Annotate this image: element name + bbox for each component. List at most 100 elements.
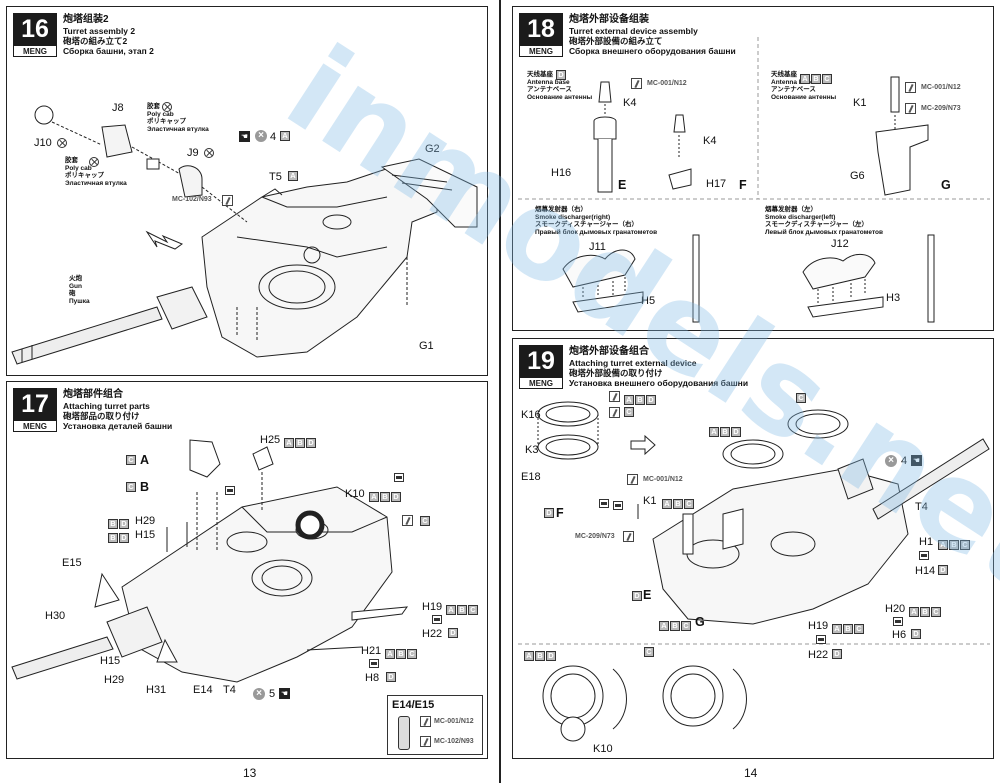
variant-g: G (941, 178, 951, 192)
variant-tag-c: C (960, 539, 970, 550)
gun-ru: Пушка (69, 297, 90, 305)
part-label-e14: E14 (193, 684, 213, 696)
paint-icon (609, 407, 620, 418)
step-16-titles: 炮塔组装2 Turret assembly 2 砲塔の組み立て2 Сборка … (63, 14, 154, 56)
smoke-zh: 烟幕发射器（右） (535, 206, 587, 213)
hand-icon: ☚ (239, 131, 250, 142)
smoke-right-note: 烟幕发射器（右） Smoke discharger(right) スモークディス… (535, 206, 657, 236)
part-label-h8: H8 (365, 672, 380, 684)
polycab-note-1: 胶套 Poly cab ポリキャップ Эластичная втулка (147, 103, 209, 133)
variant-tag-d: D (938, 565, 948, 575)
page-divider (499, 0, 501, 783)
part-label-h14: H14 (915, 565, 936, 577)
no-glue-icon (162, 102, 172, 112)
variant-tag-b: B (673, 498, 683, 509)
variant-tag-b: B (380, 491, 390, 502)
title-jp: 砲塔外部設備の取り付け (569, 368, 663, 378)
glue-tip-icon (432, 615, 442, 624)
variant-tag-a: A (446, 604, 456, 615)
variant-tag-b: B (295, 437, 305, 448)
variant-tag-c: C (420, 516, 430, 526)
variant-tag-c: C (126, 455, 136, 465)
paint-icon (420, 736, 431, 747)
variant-tag-a: A (832, 623, 842, 634)
part-label-e18: E18 (521, 471, 541, 483)
part-label-k16: K16 (521, 409, 541, 421)
variant-tag-a: A (709, 426, 719, 437)
paint-icon (623, 531, 634, 542)
title-ru: Установка деталей башни (63, 421, 173, 431)
hand-icon: ☚ (911, 455, 922, 466)
variant-tag-b: B (843, 623, 853, 634)
antenna-ru: Основание антенны (527, 93, 593, 101)
variant-f: F (739, 178, 747, 192)
part-label-h17: H17 (706, 178, 727, 190)
step-18-titles: 炮塔外部设备组装 Turret external device assembly… (569, 14, 736, 56)
polycab-note-2: 胶套 Poly cab ポリキャップ Эластичная втулка (65, 157, 127, 187)
variant-tag-c: C (468, 604, 478, 615)
smoke-en: Smoke discharger(left) (765, 213, 836, 221)
part-sketch (398, 716, 410, 750)
variant-tag-c: C (854, 623, 864, 634)
antenna-jp: アンテナベース (527, 86, 572, 93)
paint-icon (905, 103, 916, 114)
quantity-count: 4 (901, 455, 908, 467)
paint-icon (631, 78, 642, 89)
title-jp: 砲塔の組み立て2 (63, 36, 128, 46)
part-label-k3: K3 (525, 444, 539, 456)
smoke-en: Smoke discharger(right) (535, 213, 611, 221)
variant-tag-d: D (546, 650, 556, 661)
part-label-j8: J8 (112, 102, 124, 114)
variant-tag-b: B (108, 518, 118, 529)
polycab-ru: Эластичная втулка (147, 125, 209, 133)
variant-tag-b: B (720, 426, 730, 437)
paint-code: MC-001/N12 (647, 80, 687, 87)
variant-e: E (618, 178, 627, 192)
variant-tag-d: D (386, 672, 396, 682)
part-label-h29: H29 (135, 515, 156, 527)
smoke-jp: スモークディスチャージャー（左） (765, 221, 869, 228)
step-17-badge: 17 MENG (13, 388, 57, 432)
polycab-en: Poly cab (65, 164, 92, 172)
part-label-t4: T4 (223, 684, 236, 696)
paint-code: MC-001/N12 (643, 476, 683, 483)
title-jp: 砲塔外部設備の組み立て (569, 36, 663, 46)
variant-tag-a: A (280, 131, 290, 141)
title-zh: 炮塔外部设备组合 (569, 346, 649, 357)
variant-tag-d: D (832, 649, 842, 659)
quantity-count: 5 (269, 688, 276, 700)
gun-zh: 火炮 (69, 275, 82, 282)
quantity-icon: × (885, 455, 897, 467)
variant-tag-a: A (909, 606, 919, 617)
smoke-ru: Левый блок дымовых гранатометов (765, 228, 884, 236)
smoke-jp: スモークディスチャージャー（右） (535, 221, 639, 228)
variant-tag-d: D (448, 628, 458, 638)
brand-logo: MENG (519, 45, 563, 57)
smoke-zh: 烟幕发射器（左） (765, 206, 817, 213)
step-18-badge: 18 MENG (519, 13, 563, 57)
no-glue-icon (204, 148, 214, 158)
antenna-ru: Основание антенны (771, 93, 837, 101)
variant-tag-d: D (731, 426, 741, 437)
title-ru: Сборка башни, этап 2 (63, 46, 154, 56)
glue-tip-icon (816, 635, 826, 644)
variant-tag-b: B (811, 73, 821, 84)
variant-tag-b: B (108, 532, 118, 543)
title-en: Turret assembly 2 (63, 26, 136, 36)
part-label-k4: K4 (703, 135, 717, 147)
quantity-count: 4 (270, 131, 277, 143)
variant-tag-b: B (670, 620, 680, 631)
variant-tag-d: D (544, 508, 554, 518)
variant-tag-d: D (632, 591, 642, 601)
glue-tip-icon (919, 551, 929, 560)
glue-tip-icon (369, 659, 379, 668)
variant-g: G (695, 615, 705, 629)
glue-tip-icon (893, 617, 903, 626)
step-17-titles: 炮塔部件组合 Attaching turret parts 砲塔部品の取り付け … (63, 389, 172, 431)
